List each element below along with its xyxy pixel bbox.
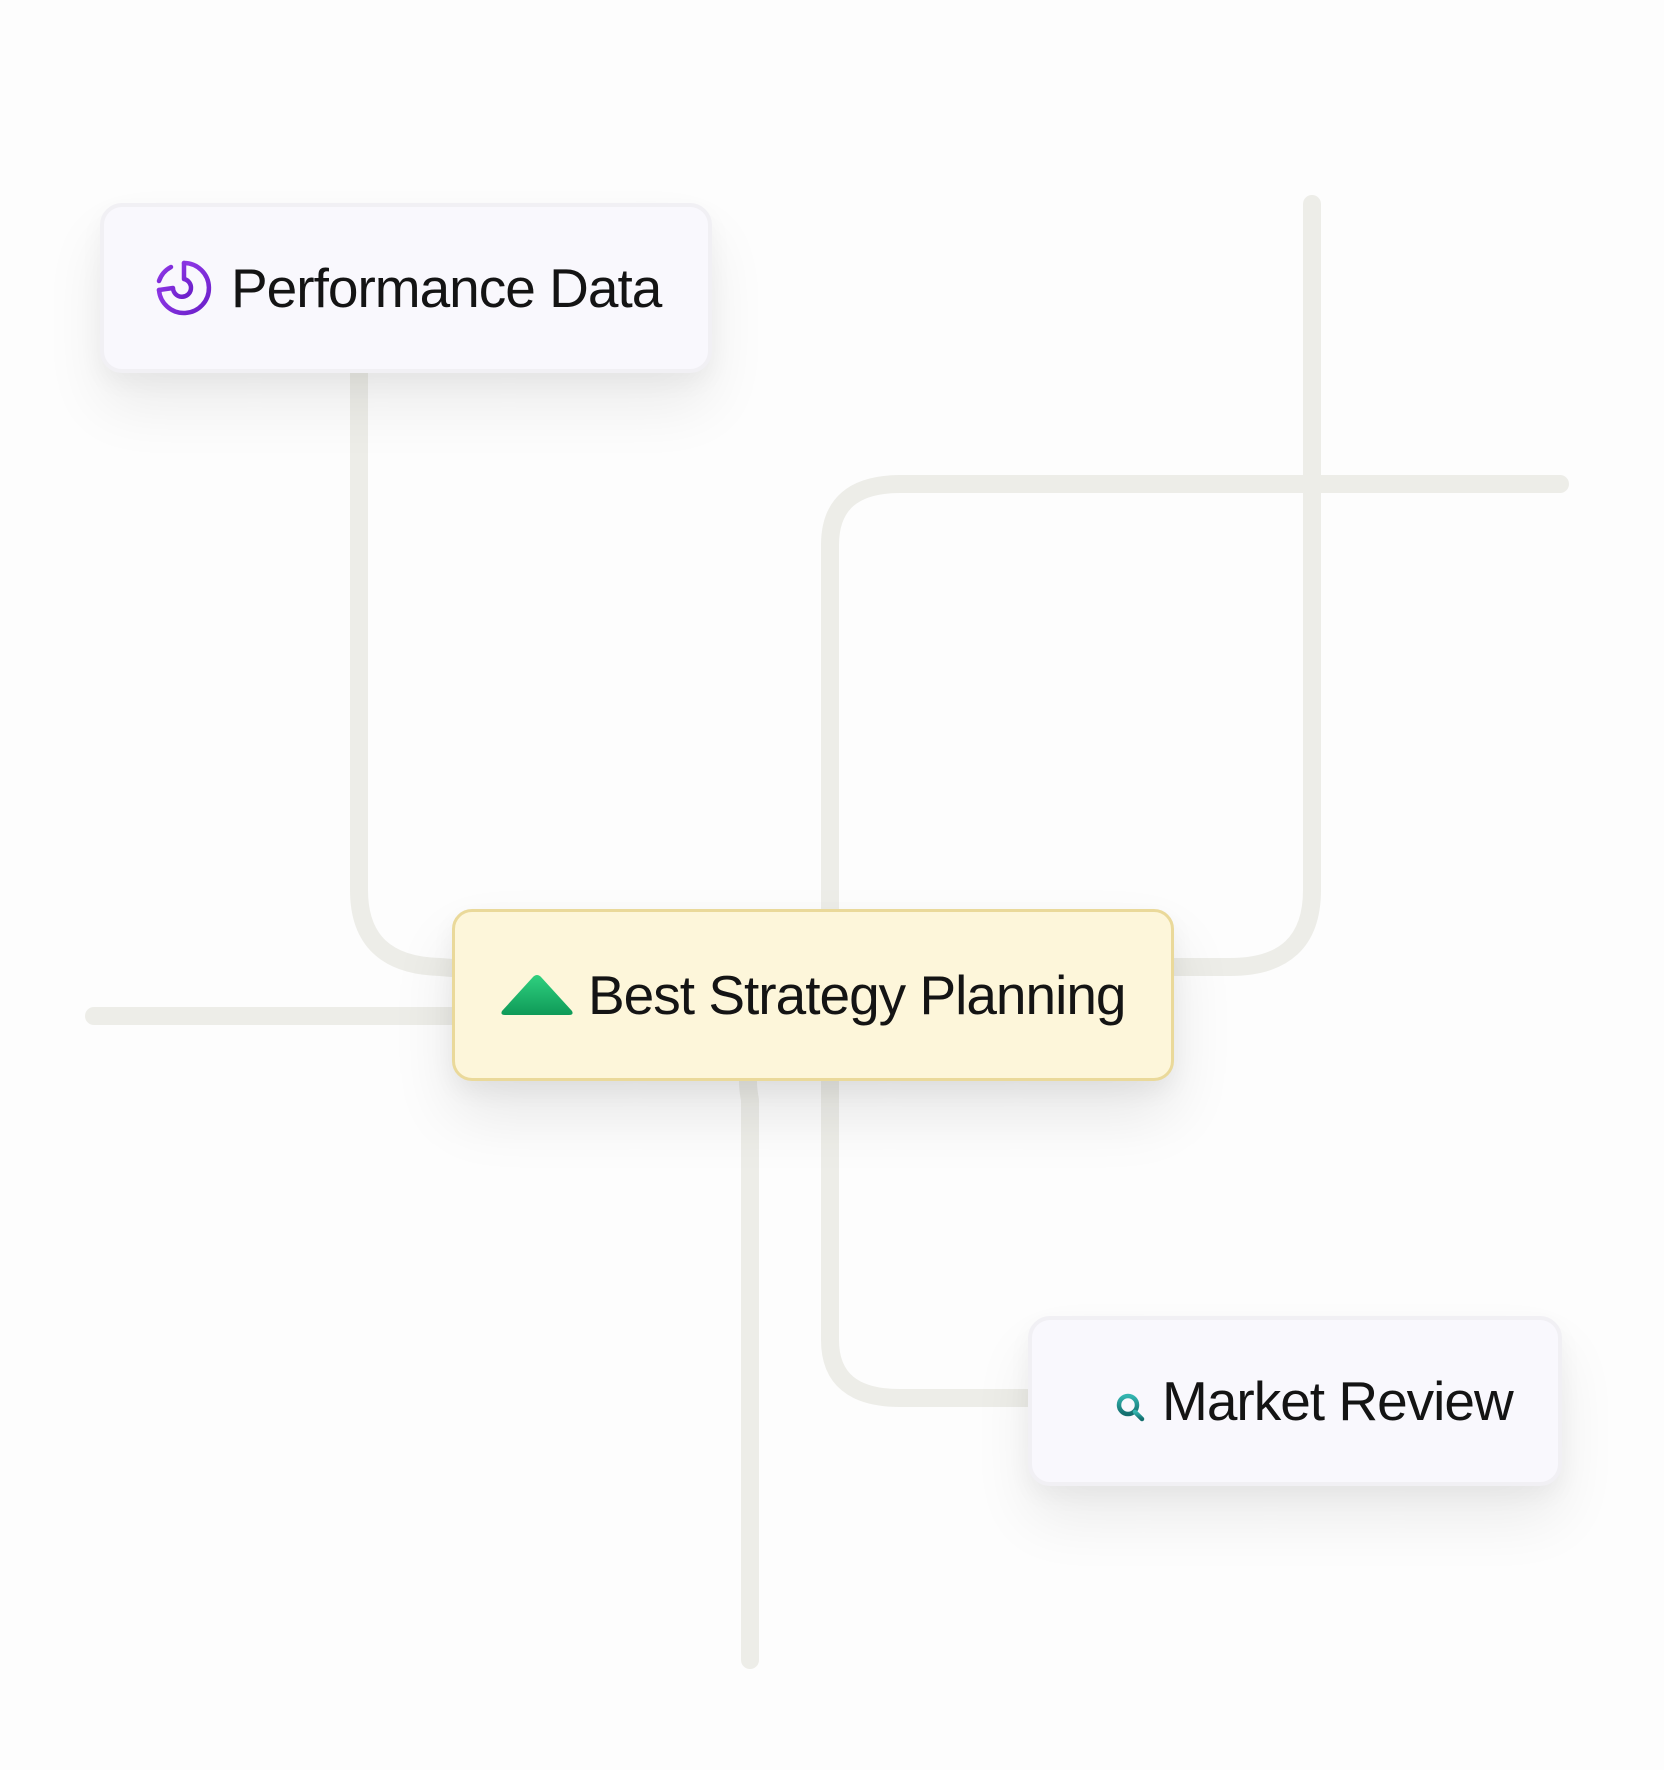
connector-strategy-to-top	[821, 475, 1569, 918]
node-best-strategy-planning[interactable]: Best Strategy Planning	[452, 909, 1174, 1081]
node-market-review[interactable]: Market Review	[1028, 1316, 1562, 1486]
node-label: Best Strategy Planning	[588, 963, 1127, 1026]
list-search-icon	[1084, 1377, 1146, 1425]
connector-right-vertical	[1165, 195, 1321, 976]
connector-bottom-stub	[739, 1072, 759, 1669]
connector-performance-to-strategy	[350, 364, 461, 977]
node-label: Performance Data	[231, 256, 662, 319]
node-performance-data[interactable]: Performance Data	[100, 203, 712, 373]
node-label: Market Review	[1162, 1369, 1514, 1432]
triangle-up-icon	[500, 973, 574, 1017]
connector-strategy-to-market	[821, 1072, 1037, 1407]
pie-chart-icon	[151, 257, 213, 319]
